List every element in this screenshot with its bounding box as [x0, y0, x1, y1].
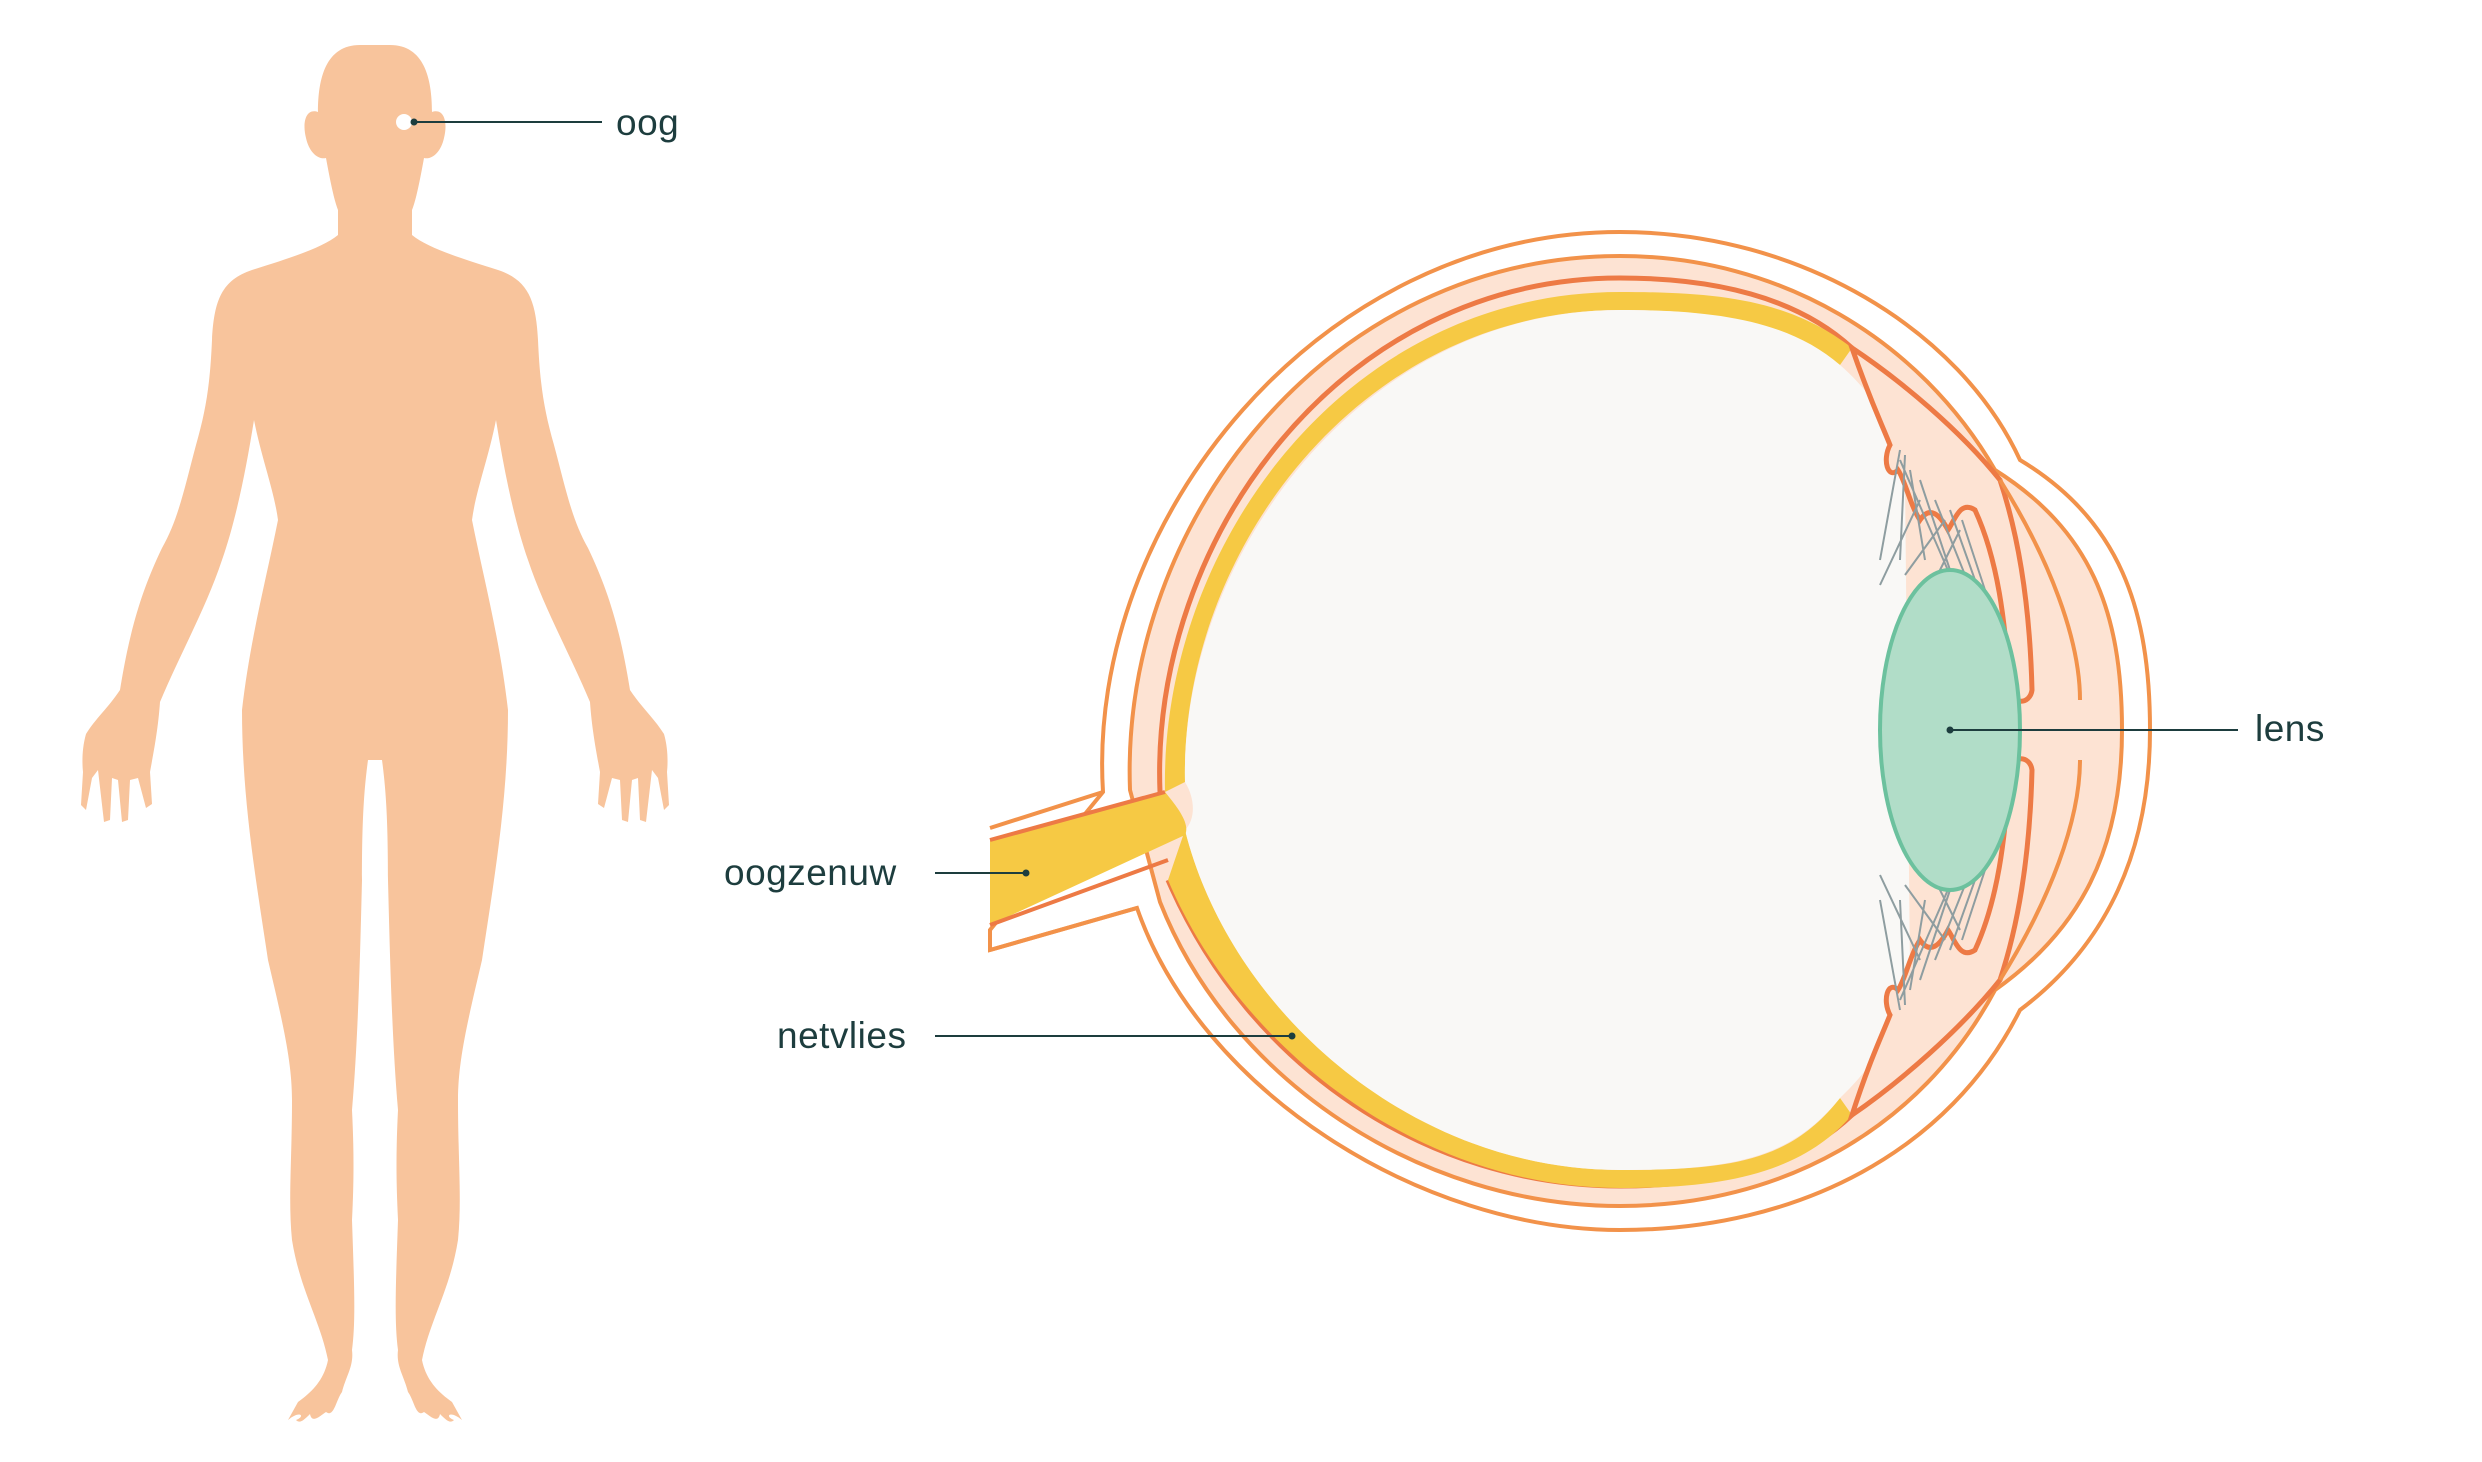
- ciliary-body-upper: [1847, 341, 2035, 704]
- vitreous-body: [1184, 310, 1910, 1170]
- zonule-fibers: [1879, 449, 1986, 1011]
- body-outline: [81, 45, 669, 1422]
- eye-cross-section: [988, 229, 2153, 1233]
- lens-label-leader: [1946, 726, 2238, 734]
- optic-nerve: [989, 790, 1187, 952]
- optic-nerve-label-leader: [935, 869, 1030, 877]
- ciliary-body-lower: [1847, 756, 2035, 1122]
- human-body-silhouette: [81, 45, 669, 1422]
- eye-label-leader: [410, 118, 602, 126]
- iris-lower: [1998, 759, 2082, 982]
- retina-label-leader: [935, 1032, 1296, 1040]
- label-retina: netvlies: [777, 1015, 907, 1056]
- label-lens: lens: [2255, 708, 2325, 749]
- eye-dot-on-head: [396, 114, 412, 130]
- iris-upper: [1998, 478, 2082, 701]
- label-optic-nerve: oogzenuw: [724, 852, 897, 893]
- label-eye: oog: [616, 102, 680, 143]
